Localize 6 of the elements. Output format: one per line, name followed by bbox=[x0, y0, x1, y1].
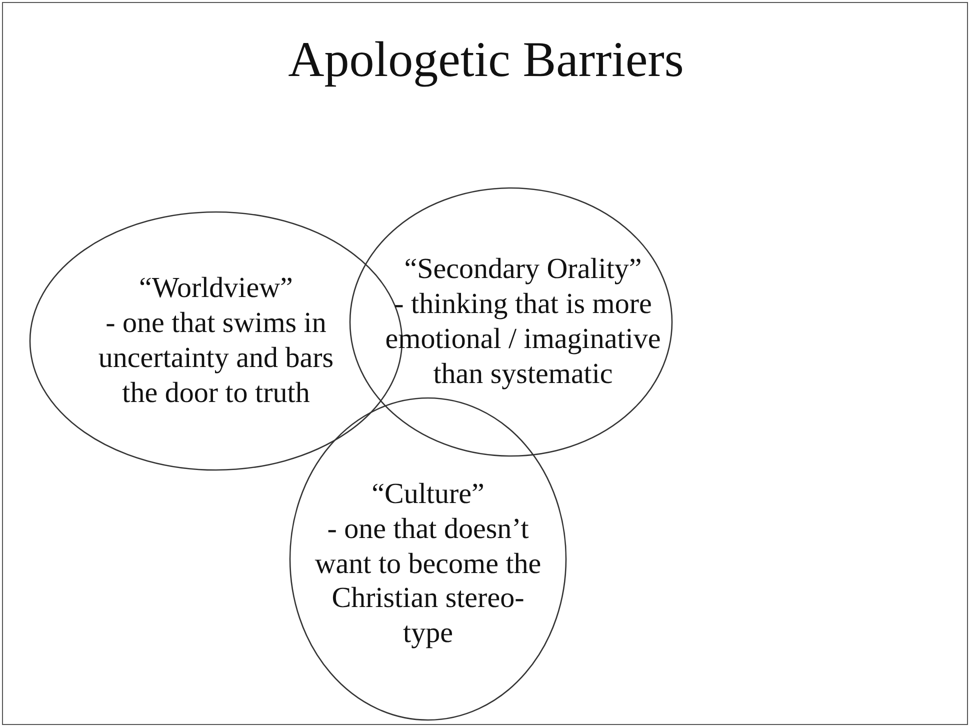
circle-description: - one that swims in uncertainty and bars the door to truth bbox=[97, 306, 335, 411]
title: Apologetic Barriers bbox=[287, 30, 685, 88]
circle-heading: “Worldview” bbox=[139, 271, 293, 306]
circle-description: - one that doesn’t want to become the Christian stereo- type bbox=[314, 512, 542, 651]
circle-heading: “Secondary Orality” bbox=[404, 252, 642, 288]
circle-heading: “Culture” bbox=[372, 477, 484, 512]
